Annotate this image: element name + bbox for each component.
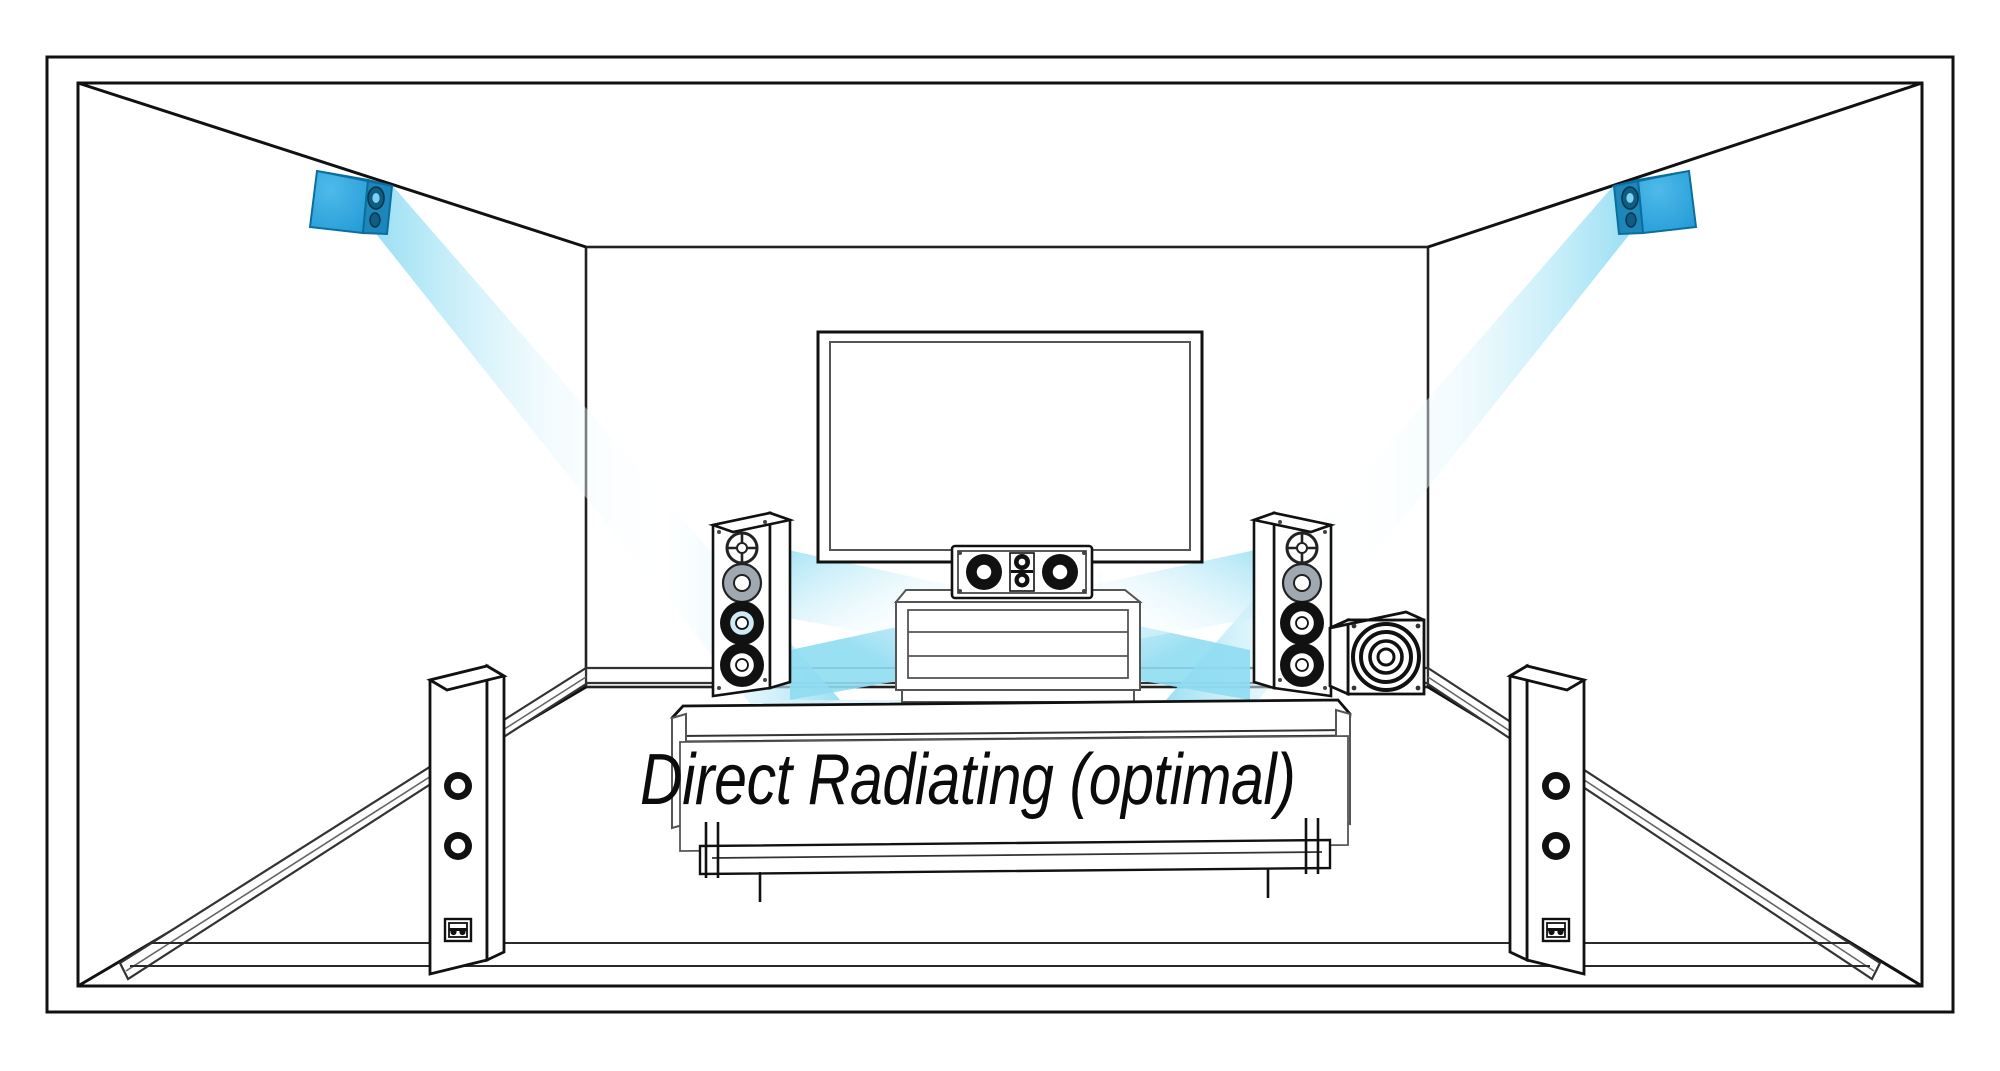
- tv-screen: [829, 341, 1191, 551]
- sofa-rail-seam: [711, 851, 1323, 859]
- front-left-tweeter: [725, 531, 759, 565]
- surround-right-connector-plate: [1541, 917, 1571, 943]
- sofa: [670, 698, 1352, 902]
- speaker-ceiling-left: [308, 169, 394, 236]
- front-right-top: [1249, 511, 1336, 534]
- front-right-woofer-lower: [1280, 643, 1324, 687]
- front-right-midrange: [1281, 562, 1323, 604]
- surround-right-driver-lower: [1542, 832, 1570, 860]
- speaker-center-channel: [950, 544, 1094, 600]
- front-left-woofer-upper: [720, 601, 764, 645]
- cabinet-opening: [907, 609, 1129, 679]
- sub-top-face: [1329, 610, 1425, 630]
- center-driver-left: [966, 554, 1002, 590]
- sub-driver: [1351, 622, 1421, 692]
- front-right-woofer-upper: [1280, 601, 1324, 645]
- television: [816, 330, 1204, 564]
- speaker-subwoofer: [1328, 610, 1426, 697]
- ceiling-edge-left: [77, 81, 587, 249]
- surround-left-driver-upper: [444, 772, 472, 800]
- baseboard-right-inner: [1427, 676, 1875, 972]
- sofa-back-seam: [679, 729, 1349, 737]
- speaker-ceiling-right: [1612, 169, 1698, 236]
- baseboard-left: [118, 666, 588, 981]
- center-driver-right: [1042, 554, 1078, 590]
- surround-left-side: [485, 663, 506, 963]
- surround-right-top: [1506, 664, 1588, 692]
- surround-left-driver-lower: [444, 832, 472, 860]
- ceiling-left-tweeter: [369, 212, 381, 228]
- front-left-top: [708, 511, 795, 534]
- front-left-side-face: [768, 511, 792, 690]
- outer-frame: [45, 55, 1955, 1014]
- speaker-front-right-tower: [1249, 511, 1336, 698]
- sofa-front-rail: [698, 838, 1332, 876]
- cabinet-plinth: [901, 689, 1135, 703]
- media-cabinet: [893, 589, 1143, 703]
- surround-right-side: [1508, 663, 1529, 963]
- ceiling-left-driver: [367, 186, 385, 210]
- ceiling-right-tweeter: [1625, 212, 1637, 228]
- baseboard-right: [1426, 665, 1882, 981]
- ceiling-edge-right: [1427, 81, 1923, 249]
- surround-left-top: [426, 664, 508, 692]
- sub-side-face: [1328, 617, 1350, 697]
- ceiling-right-top: [1613, 170, 1690, 187]
- front-right-side-face: [1252, 511, 1276, 690]
- front-left-midrange: [721, 562, 763, 604]
- ceiling-right-driver: [1621, 186, 1639, 210]
- surround-right-driver-upper: [1542, 772, 1570, 800]
- front-right-tweeter: [1285, 531, 1319, 565]
- front-left-woofer-lower: [720, 643, 764, 687]
- ceiling-left-top: [316, 170, 393, 187]
- surround-left-connector-plate: [443, 917, 473, 943]
- speaker-surround-left: [426, 663, 508, 976]
- center-tweeter-cluster: [1009, 552, 1035, 592]
- sofa-seat-body: [679, 735, 1349, 852]
- baseboard-left-inner: [125, 676, 587, 972]
- speaker-front-left-tower: [708, 511, 795, 698]
- speaker-surround-right: [1506, 663, 1588, 976]
